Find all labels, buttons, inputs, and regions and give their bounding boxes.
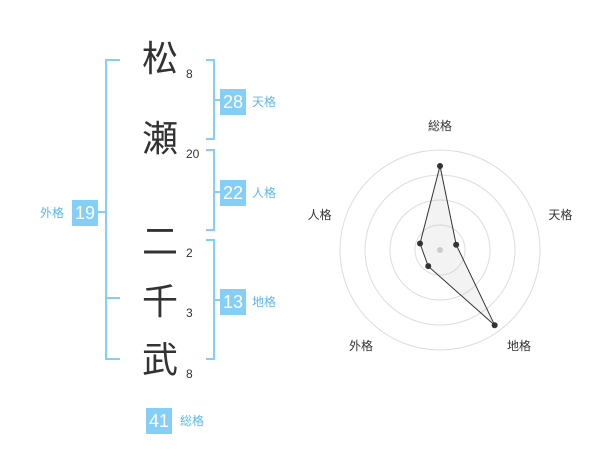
tenkaku-score: 28 xyxy=(220,89,246,115)
name-char-4: 千 xyxy=(141,282,178,323)
radar-point-5 xyxy=(417,240,424,247)
radar-rings xyxy=(339,149,541,351)
stroke-count-3: 2 xyxy=(186,246,193,260)
radar-center-dot xyxy=(437,247,443,253)
stroke-count-5: 8 xyxy=(186,367,193,381)
radar-axis-label-1: 総格 xyxy=(428,118,452,133)
stroke-count-1: 8 xyxy=(186,67,193,81)
jinkaku-bracket xyxy=(206,149,215,231)
radar-point-3 xyxy=(491,322,498,329)
chikaku-label: 地格 xyxy=(252,295,277,309)
soukaku-score: 41 xyxy=(146,408,172,434)
gaikaku-label: 外格 xyxy=(40,206,65,220)
radar-axis-label-4: 外格 xyxy=(349,338,373,353)
tenkaku-bracket xyxy=(206,59,215,140)
jinkaku-score: 22 xyxy=(220,180,246,206)
radar-axis-label-5: 人格 xyxy=(308,207,332,222)
name-char-1: 松 xyxy=(141,39,178,80)
radar-axis-label-2: 天格 xyxy=(548,207,572,222)
gaikaku-score: 19 xyxy=(72,200,98,226)
radar-point-2 xyxy=(453,241,460,248)
name-char-5: 武 xyxy=(141,340,178,381)
radar-polygon xyxy=(419,165,496,326)
jinkaku-label: 人格 xyxy=(252,186,277,200)
radar-points xyxy=(417,163,498,329)
radar-ring-2 xyxy=(389,199,491,301)
tenkaku-label: 天格 xyxy=(252,95,277,109)
radar-ring-4 xyxy=(339,149,541,351)
name-char-2: 瀬 xyxy=(141,119,178,160)
stroke-count-2: 20 xyxy=(186,147,200,161)
radar-point-1 xyxy=(437,163,443,169)
soukaku-label: 総格 xyxy=(180,414,205,428)
name-char-3: 二 xyxy=(141,222,178,263)
gaikaku-bracket xyxy=(105,59,120,360)
chikaku-score: 13 xyxy=(220,289,246,315)
stroke-count-4: 3 xyxy=(186,306,193,320)
radar-ring-3 xyxy=(364,174,516,326)
radar-axis-label-3: 地格 xyxy=(507,338,531,353)
radar-point-4 xyxy=(425,263,432,270)
chikaku-bracket xyxy=(206,239,215,360)
radar-ring-1 xyxy=(414,224,466,276)
